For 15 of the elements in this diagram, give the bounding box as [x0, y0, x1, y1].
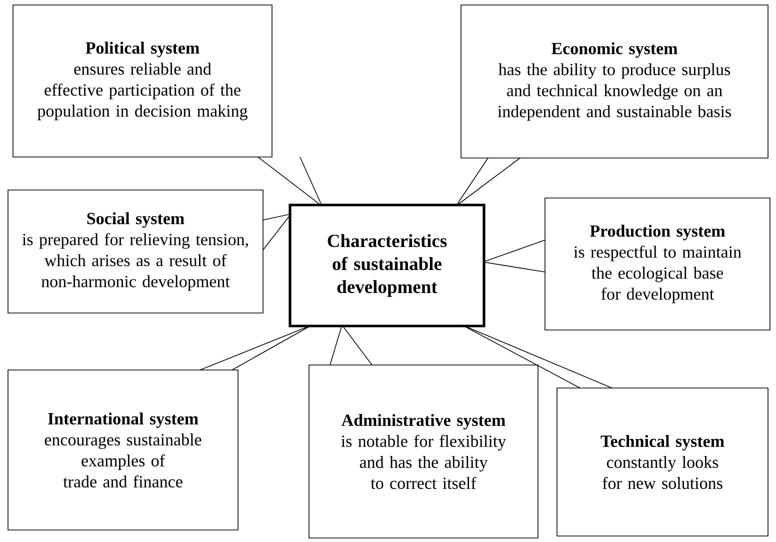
callout-box: Technical system constantly looks for new solutions	[556, 388, 768, 536]
callout-tail	[200, 324, 312, 370]
callout-tail	[462, 324, 612, 388]
callout-tail	[262, 214, 292, 250]
callout-tail	[482, 240, 546, 272]
callout-box: Social system is prepared for relieving tension, which arises as a result of non-harmonic development	[8, 190, 264, 314]
callout-tail	[258, 156, 322, 206]
callout-box: Production system is respectful to maintain the ecological base for development	[544, 198, 770, 330]
center-box: Characteristics of sustainable development	[288, 204, 486, 328]
callout-box: Economic system has the ability to produce surplus and technical knowledge on an independent and sustainable basis	[460, 4, 768, 158]
callout-box: Political system ensures reliable and effective participation of the population in decision making	[12, 4, 272, 158]
callout-box: International system encourages sustainable examples of trade and finance	[8, 370, 238, 530]
callout-tail	[330, 324, 372, 366]
callout-tail	[456, 158, 520, 206]
callout-box: Administrative system is notable for flexibility and has the ability to correct itself	[308, 364, 538, 538]
